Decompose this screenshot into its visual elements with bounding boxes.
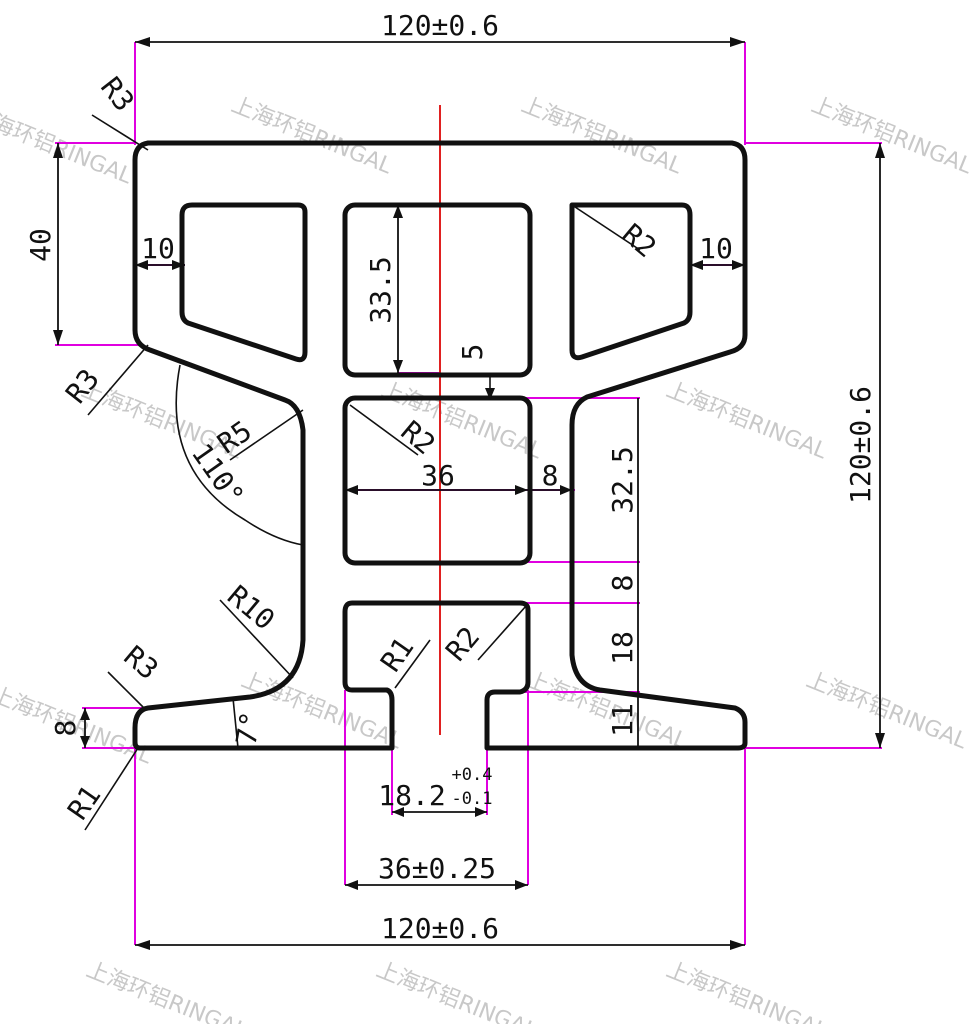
right-web-label: 8 xyxy=(606,575,639,592)
center-base-width-label: 36±0.25 xyxy=(378,852,496,885)
watermark: 上海环铝RINGAL xyxy=(803,667,969,754)
extension-lines xyxy=(55,42,882,945)
right-wall-label: 10 xyxy=(699,232,733,265)
left-flange-label: 8 xyxy=(49,720,82,737)
right-lower-label: 18 xyxy=(606,631,639,665)
r2-top-label: R2 xyxy=(616,217,663,264)
r1-lower-label: R1 xyxy=(374,631,420,678)
bottom-width-label: 120±0.6 xyxy=(381,912,499,945)
watermark: 上海环铝RINGAL xyxy=(373,957,541,1024)
right-height-label: 120±0.6 xyxy=(844,386,877,504)
r3-bottom-label: R3 xyxy=(118,639,165,686)
r10-label: R10 xyxy=(221,579,281,637)
slot-tol-upper-label: +0.4 xyxy=(452,765,493,785)
leader-lines xyxy=(84,114,641,831)
profile-outline xyxy=(132,140,748,751)
angle-7-label: 7° xyxy=(229,709,267,748)
r3-top-label: R3 xyxy=(94,71,141,118)
slot-tol-lower-label: -0.1 xyxy=(452,789,493,809)
center-width-label: 36 xyxy=(421,459,455,492)
left-height-label: 40 xyxy=(24,228,57,262)
side-wall-label: 8 xyxy=(542,459,559,492)
watermark: 上海环铝RINGAL xyxy=(808,92,969,179)
watermark: 上海环铝RINGAL xyxy=(663,957,831,1024)
cavity-height-label: 33.5 xyxy=(364,256,397,323)
watermark: 上海环铝RINGAL xyxy=(83,957,251,1024)
right-cavity-height-label: 32.5 xyxy=(606,446,639,513)
r2-lower-label: R2 xyxy=(439,620,486,667)
web-thickness-label: 5 xyxy=(456,344,489,361)
arrowheads xyxy=(53,37,885,950)
watermark: 上海环铝RINGAL xyxy=(228,92,396,179)
top-width-label: 120±0.6 xyxy=(381,9,499,42)
right-flange-label: 11 xyxy=(606,703,639,737)
watermark: 上海环铝RINGAL xyxy=(518,92,686,179)
dimension-lines xyxy=(57,41,881,946)
slot-width-label: 18.2 xyxy=(378,779,445,812)
left-wall-label: 10 xyxy=(141,232,175,265)
dimension-labels: 120±0.6 120±0.6 120±0.6 40 10 10 33.5 5 … xyxy=(24,9,877,945)
watermark: 上海环铝RINGAL xyxy=(663,377,831,464)
watermark: 上海环铝RINGAL xyxy=(378,377,546,464)
r1-bottom-label: R1 xyxy=(61,779,107,826)
